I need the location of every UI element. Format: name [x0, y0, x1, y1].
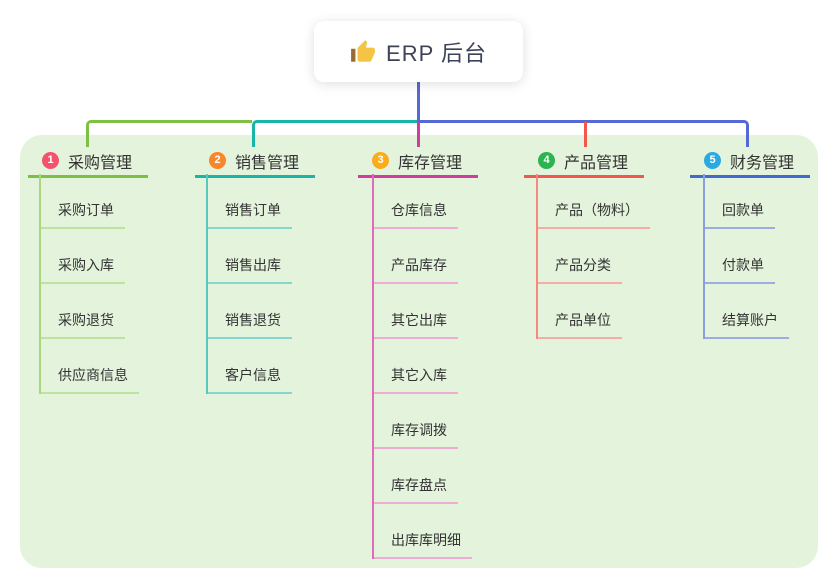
child-node-label: 库存盘点 — [391, 477, 447, 493]
child-node-label: 出库库明细 — [391, 532, 461, 548]
child-node[interactable]: 产品单位 — [536, 284, 622, 339]
child-node-label: 供应商信息 — [58, 367, 128, 383]
child-node[interactable]: 其它入库 — [372, 339, 458, 394]
connector-right-segment — [417, 120, 749, 147]
branch-children: 仓库信息产品库存其它出库其它入库库存调拨库存盘点出库库明细 — [372, 174, 472, 559]
child-node-label: 采购订单 — [58, 202, 114, 218]
branch-number-badge: 2 — [209, 152, 226, 169]
branch-children: 采购订单采购入库采购退货供应商信息 — [39, 174, 139, 394]
child-node[interactable]: 销售出库 — [206, 229, 292, 284]
branch-title-node[interactable]: 4 产品管理 — [524, 146, 644, 178]
child-node-label: 库存调拨 — [391, 422, 447, 438]
root-node[interactable]: ERP 后台 — [314, 21, 523, 82]
child-node-label: 采购入库 — [58, 257, 114, 273]
branch-title-label: 销售管理 — [235, 154, 300, 172]
children-connector-line — [703, 174, 705, 339]
branch-number-badge: 5 — [704, 152, 721, 169]
child-node-label: 其它入库 — [391, 367, 447, 383]
branch-children: 销售订单销售出库销售退货客户信息 — [206, 174, 292, 394]
child-node[interactable]: 产品（物料） — [536, 174, 650, 229]
connector-branch3-drop — [417, 122, 420, 147]
child-node[interactable]: 销售订单 — [206, 174, 292, 229]
branch-title-node[interactable]: 3 库存管理 — [358, 146, 478, 178]
branch-number-badge: 1 — [42, 152, 59, 169]
branch-title-label: 采购管理 — [68, 154, 133, 172]
child-node-label: 付款单 — [722, 257, 764, 273]
child-node[interactable]: 仓库信息 — [372, 174, 458, 229]
child-node-label: 产品分类 — [555, 257, 611, 273]
background-panel — [20, 135, 818, 568]
child-node[interactable]: 产品分类 — [536, 229, 622, 284]
child-node[interactable]: 销售退货 — [206, 284, 292, 339]
child-node[interactable]: 采购退货 — [39, 284, 125, 339]
root-node-label: ERP 后台 — [386, 40, 487, 66]
children-connector-line — [206, 174, 208, 394]
connector-branch1-elbow — [86, 120, 252, 147]
child-node[interactable]: 回款单 — [703, 174, 775, 229]
branch-children: 回款单付款单结算账户 — [703, 174, 789, 339]
child-node-label: 产品单位 — [555, 312, 611, 328]
branch-title-node[interactable]: 1 采购管理 — [28, 146, 148, 178]
child-node[interactable]: 产品库存 — [372, 229, 458, 284]
child-node[interactable]: 出库库明细 — [372, 504, 472, 559]
child-node[interactable]: 库存盘点 — [372, 449, 458, 504]
child-node[interactable]: 结算账户 — [703, 284, 789, 339]
children-connector-line — [39, 174, 41, 394]
child-node[interactable]: 库存调拨 — [372, 394, 458, 449]
branch-children: 产品（物料） 产品分类产品单位 — [536, 174, 650, 339]
child-node-label: 结算账户 — [722, 312, 778, 328]
child-node-label: 销售退货 — [225, 312, 281, 328]
child-node-label: 采购退货 — [58, 312, 114, 328]
branch-number-badge: 3 — [372, 152, 389, 169]
child-node[interactable]: 客户信息 — [206, 339, 292, 394]
connector-root-line — [417, 82, 420, 120]
child-node-label: 销售出库 — [225, 257, 281, 273]
child-node[interactable]: 其它出库 — [372, 284, 458, 339]
child-node-label: 仓库信息 — [391, 202, 447, 218]
branch-title-label: 产品管理 — [564, 154, 629, 172]
child-node-label: 产品（物料） — [555, 202, 639, 218]
child-node-label: 回款单 — [722, 202, 764, 218]
child-node-label: 产品库存 — [391, 257, 447, 273]
child-node[interactable]: 供应商信息 — [39, 339, 139, 394]
child-node[interactable]: 采购订单 — [39, 174, 125, 229]
connector-branch2-elbow — [252, 120, 417, 147]
children-connector-line — [372, 174, 374, 559]
children-connector-line — [536, 174, 538, 339]
branch-title-node[interactable]: 2 销售管理 — [195, 146, 315, 178]
connector-branch4-drop — [584, 122, 587, 147]
child-node-label: 销售订单 — [225, 202, 281, 218]
branch-title-label: 库存管理 — [398, 154, 463, 172]
child-node-label: 其它出库 — [391, 312, 447, 328]
branch-number-badge: 4 — [538, 152, 555, 169]
child-node-label: 客户信息 — [225, 367, 281, 383]
child-node[interactable]: 付款单 — [703, 229, 775, 284]
branch-title-node[interactable]: 5 财务管理 — [690, 146, 810, 178]
branch-title-label: 财务管理 — [730, 154, 795, 172]
thumbs-up-icon — [351, 39, 375, 62]
child-node[interactable]: 采购入库 — [39, 229, 125, 284]
